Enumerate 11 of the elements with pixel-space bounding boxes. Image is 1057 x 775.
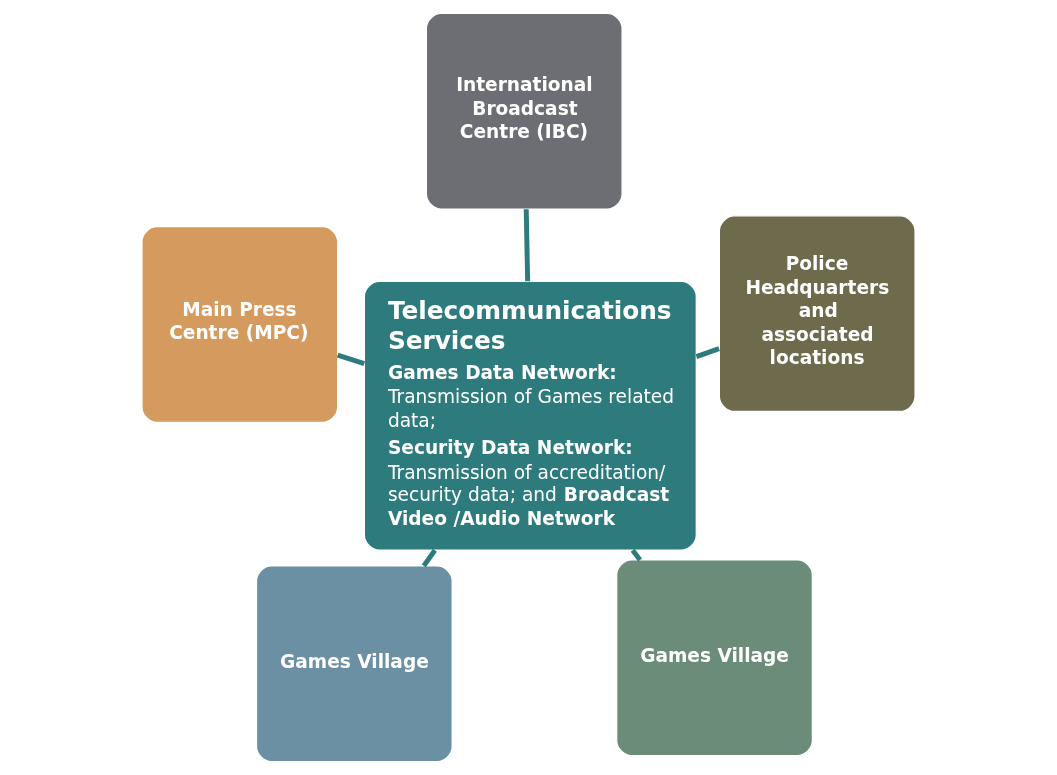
connector [523,209,531,282]
node-box: Games Village [616,559,813,757]
node-box: Telecommunications Services Games Data Network: Transmission of Games related data; Security Data Network: Transmission of accreditation/ security data; and Broadcast Video /Audio Network [363,280,697,551]
connector [421,548,437,568]
node-box: Police Headquarters and associated locations [718,215,916,413]
connector [695,346,720,359]
connector [630,548,643,562]
node-box: International Broadcast Centre (IBC) [425,12,623,210]
node-box: Games Village [255,565,453,763]
node-box: Main Press Centre (MPC) [141,226,339,423]
connector [336,352,365,366]
